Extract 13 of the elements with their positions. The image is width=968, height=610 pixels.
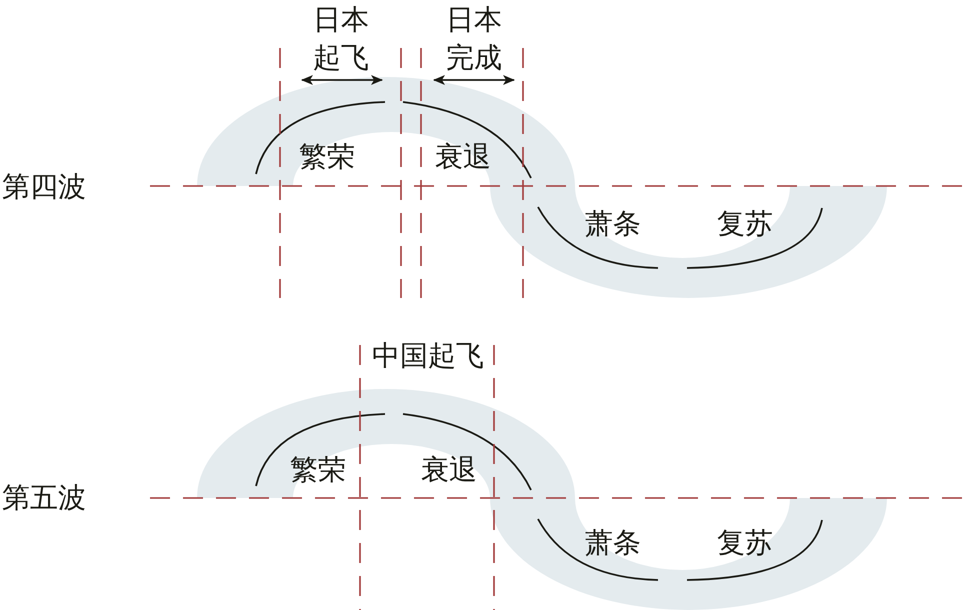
phase-label: 衰退 (435, 140, 491, 174)
phase-label: 衰退 (421, 453, 477, 487)
phase-label: 萧条 (585, 526, 641, 560)
phase-label: 繁荣 (299, 140, 355, 174)
phase-label: 复苏 (717, 207, 773, 241)
period-label: 日本完成 (446, 2, 502, 76)
period-label: 日本起飞 (313, 2, 369, 76)
wave-label: 第四波 (2, 170, 86, 204)
wave-label: 第五波 (2, 481, 86, 515)
phase-label: 繁荣 (290, 453, 346, 487)
phase-label: 复苏 (717, 526, 773, 560)
period-label: 中国起飞 (372, 339, 484, 373)
phase-label: 萧条 (585, 207, 641, 241)
